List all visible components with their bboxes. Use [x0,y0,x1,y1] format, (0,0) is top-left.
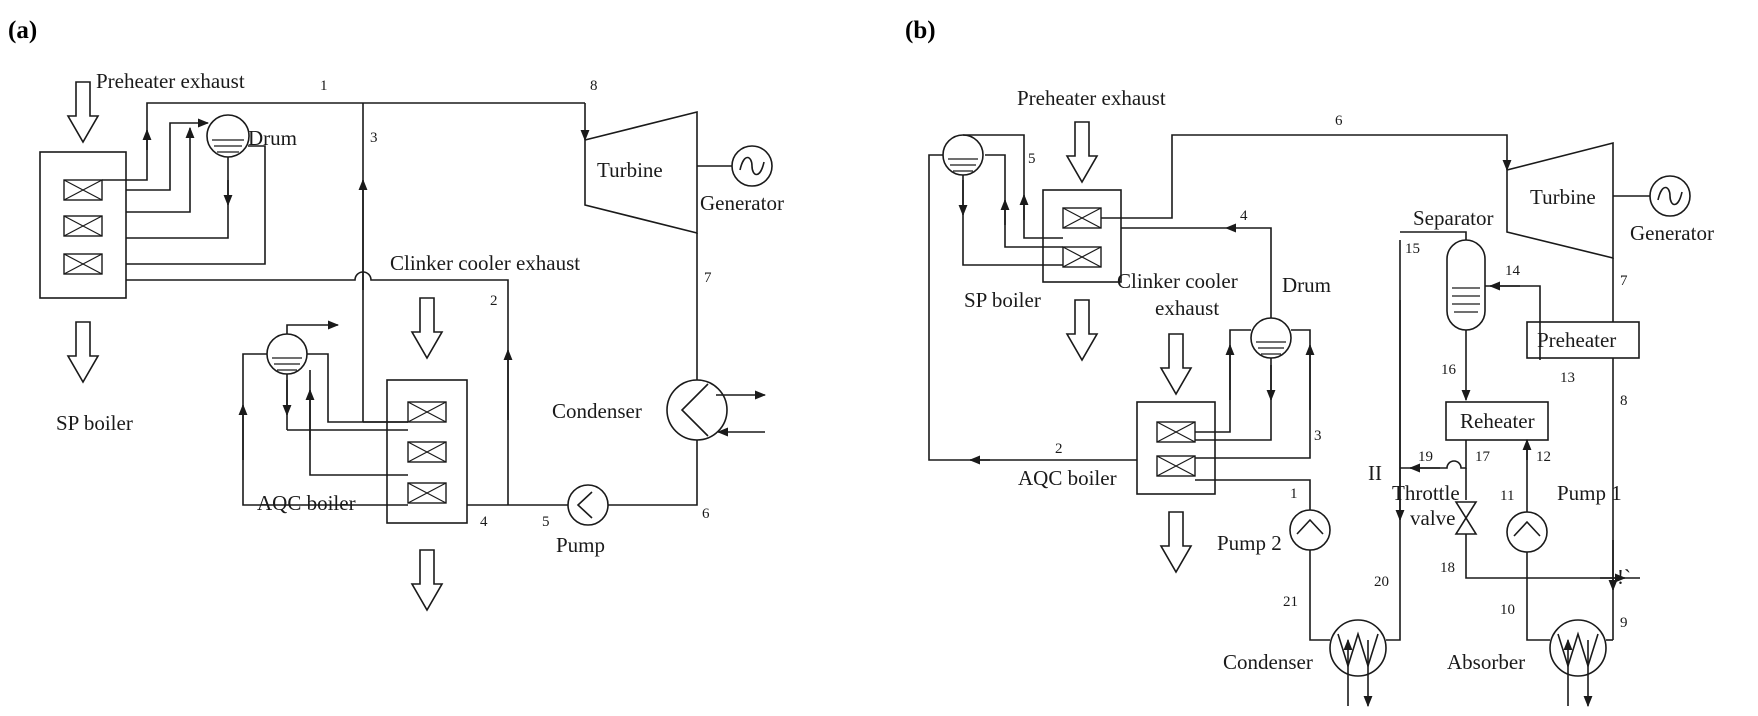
panel-a-tag: (a) [8,17,37,44]
mark-19-b: II [1368,461,1382,485]
preheater-b [1526,321,1640,359]
preheater-exhaust-label-b: Preheater exhaust [1017,86,1166,110]
state-7-a: 7 [704,270,712,286]
aqc-boiler-a-cell-3 [407,482,447,504]
generator-label-b: Generator [1630,221,1714,245]
sp-boiler-label-a: SP boiler [56,411,133,435]
state-19-b: 19 [1418,449,1433,465]
drum-label-b: Drum [1282,273,1331,297]
aqc-boiler-a-cell-1 [407,401,447,423]
state-3-b: 3 [1314,428,1322,444]
absorber-b [1549,619,1607,677]
panel-b-tag: (b) [905,17,936,44]
state-20-b: 20 [1374,574,1389,590]
sp-exhaust-out-arrow-b [1066,299,1098,361]
valve-label-b: valve [1410,506,1455,530]
state-9-b: 9 [1620,615,1628,631]
throttle-label-b: Throttle [1392,481,1460,505]
reheater-label-b: Reheater [1460,409,1535,433]
sp-exhaust-in-arrow-b [1066,121,1098,183]
sp-boiler-a-cell-1 [63,179,103,201]
state-16-b: 16 [1441,362,1457,378]
throttle-valve-b [1454,501,1478,535]
state-8-a: 8 [590,78,598,94]
state-3-a: 3 [370,130,378,146]
aqc-boiler-label-b: AQC boiler [1018,466,1117,490]
pump-a [567,484,609,526]
state-6-b: 6 [1335,113,1343,129]
state-1-b: 1 [1290,486,1298,502]
state-5-b: 5 [1028,151,1036,167]
separator-b [1446,239,1486,331]
state-21-b: 21 [1283,594,1298,610]
separator-label-b: Separator [1413,206,1493,230]
pump-2-b [1289,509,1331,551]
state-10-b: 10 [1500,602,1515,618]
sp-boiler-a-cell-3 [63,253,103,275]
aqc-boiler-label-a: AQC boiler [257,491,356,515]
panel-b: (b) Preheater exhaust SP boiler 5 2 6 4 [905,17,1714,708]
state-2-b: 2 [1055,441,1063,457]
sp-boiler-b-cell-2 [1062,246,1102,268]
absorber-label-b: Absorber [1447,650,1525,674]
pump-1-label-b: Pump 1 [1557,481,1622,505]
preheater-exhaust-label-a: Preheater exhaust [96,69,245,93]
sp-drum-b [942,134,984,176]
condenser-a [666,379,728,441]
aqc-exhaust-in-arrow-b [1160,333,1192,395]
aqc-boiler-b [1136,401,1216,495]
aqc-drum-b [1250,317,1292,359]
panel-a: (a) Preheater exhaust SP boiler Drum 1 8… [8,17,784,611]
preheater-label-b: Preheater [1537,328,1616,352]
state-11-b: 11 [1500,488,1514,504]
pump-2-label-b: Pump 2 [1217,531,1282,555]
sp-boiler-b-cell-1 [1062,207,1102,229]
sp-exhaust-out-arrow-a [67,321,99,383]
aqc-boiler-a-cell-2 [407,441,447,463]
sp-boiler-b [1042,189,1122,283]
sp-exhaust-in-arrow-a [67,81,99,143]
clinker-cooler-label-b: Clinker cooler [1117,269,1238,293]
state-6-a: 6 [702,506,710,522]
state-17-b: 17 [1475,449,1491,465]
drum-a [206,114,250,158]
reheater-b [1445,401,1549,441]
exhaust-label-b: exhaust [1155,296,1219,320]
condenser-b [1329,619,1387,677]
state-18-b: 18 [1440,560,1455,576]
mark-9-b: !` [1617,565,1631,589]
aqc-boiler-b-cell-2 [1156,455,1196,477]
state-4-b: 4 [1240,208,1248,224]
state-5-a: 5 [542,514,550,530]
clinker-cooler-exhaust-label-a: Clinker cooler exhaust [390,251,580,275]
pump-label-a: Pump [556,533,605,557]
condenser-label-a: Condenser [552,399,642,423]
state-1-a: 1 [320,78,328,94]
aqc-drum-a [266,333,308,375]
aqc-exhaust-out-arrow-b [1160,511,1192,573]
state-8-b: 8 [1620,393,1628,409]
sp-boiler-a-cell-2 [63,215,103,237]
generator-label-a: Generator [700,191,784,215]
state-7-b: 7 [1620,273,1628,289]
state-4-a: 4 [480,514,488,530]
pump-1-b [1506,511,1548,553]
state-15-b: 15 [1405,241,1420,257]
aqc-exhaust-in-arrow-a [411,297,443,359]
sp-boiler-label-b: SP boiler [964,288,1041,312]
aqc-boiler-b-cell-1 [1156,421,1196,443]
turbine-label-a: Turbine [597,158,663,182]
state-12-b: 12 [1536,449,1551,465]
state-2-a: 2 [490,293,498,309]
condenser-label-b: Condenser [1223,650,1313,674]
turbine-label-b: Turbine [1530,185,1596,209]
aqc-exhaust-out-arrow-a [411,549,443,611]
state-13-b: 13 [1560,370,1575,386]
state-14-b: 14 [1505,263,1521,279]
